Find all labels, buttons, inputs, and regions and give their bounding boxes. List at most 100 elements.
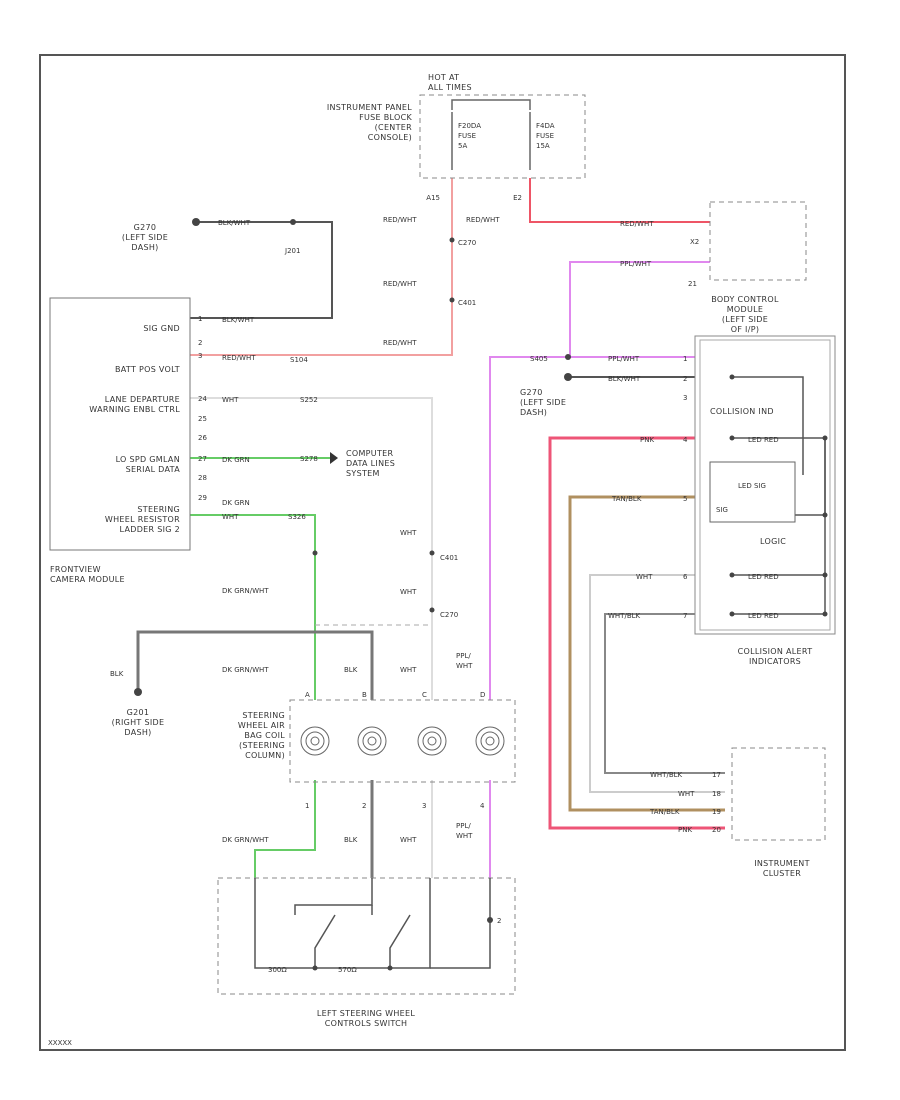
clock-spring-pin-c: C bbox=[422, 691, 427, 699]
coil-ring bbox=[300, 726, 330, 756]
splice-c401a: C401 bbox=[458, 299, 476, 307]
text-line: SYSTEM bbox=[346, 469, 380, 478]
wire-label-dk-grn-wht-2: DK GRN/WHT bbox=[222, 666, 269, 674]
wire-label-pink-2: PNK bbox=[678, 826, 692, 834]
wire-label-blk-wht-2: BLK/WHT bbox=[222, 316, 255, 324]
text-line: F20DA bbox=[458, 122, 481, 130]
text-line: COLLISION ALERT bbox=[738, 647, 813, 656]
wire-label-wht-blk-1: WHT/BLK bbox=[608, 612, 641, 620]
wire-label-blk-wht-1: BLK/WHT bbox=[218, 219, 251, 227]
text-line: 15A bbox=[536, 142, 550, 150]
clock-spring-pin-d: D bbox=[480, 691, 485, 699]
text-line: FUSE bbox=[458, 132, 476, 140]
wire-label-white-8: WHT bbox=[678, 790, 695, 798]
wire-label-ppl-wht-3: PPL/WHT bbox=[456, 652, 473, 670]
camera-pin-number: 1 bbox=[198, 315, 202, 323]
text-line: WHT bbox=[456, 832, 473, 840]
text-line: SERIAL DATA bbox=[126, 465, 181, 474]
wire-green-ladder bbox=[190, 514, 316, 700]
text-line: CONTROLS SWITCH bbox=[325, 1019, 408, 1028]
clock-spring-pin-4: 4 bbox=[480, 802, 485, 810]
switch-pin-2: 2 bbox=[497, 917, 501, 925]
splice-s104: S104 bbox=[290, 356, 308, 364]
cluster-pin-19: 19 bbox=[712, 808, 721, 816]
wire-label-ppl-wht-2: PPL/WHT bbox=[608, 355, 640, 363]
cluster-pin-20: 20 bbox=[712, 826, 721, 834]
switch-res-left: 300Ω bbox=[268, 966, 287, 974]
wire-red-white-batt bbox=[190, 178, 453, 356]
clock-spring-pin-3: 3 bbox=[422, 802, 426, 810]
wire-layer bbox=[136, 178, 826, 878]
diagram-frame bbox=[39, 54, 846, 1051]
wire-white-ctrl bbox=[190, 397, 433, 700]
text-line: G201 bbox=[127, 708, 150, 717]
text-line: STEERING bbox=[242, 711, 285, 720]
wire-label-tan-2: TAN/BLK bbox=[649, 808, 680, 816]
cluster-pin-18: 18 bbox=[712, 790, 721, 798]
wire-label-blk-wht-3: BLK/WHT bbox=[608, 375, 641, 383]
wire-label-led-red-1: LED RED bbox=[748, 436, 779, 444]
coil-ring bbox=[417, 726, 447, 756]
text-line: G270 bbox=[520, 388, 543, 397]
text-line: (CENTER bbox=[375, 123, 412, 132]
text-line: INDICATORS bbox=[749, 657, 801, 666]
coil-ring bbox=[480, 731, 500, 751]
camera-pin-number: 2 bbox=[198, 339, 202, 347]
text-line: (STEERING bbox=[239, 741, 285, 750]
wire-label-white-5: WHT bbox=[400, 836, 417, 844]
splice-s405: S405 bbox=[530, 355, 548, 363]
text-line: G270 bbox=[134, 223, 157, 232]
text-line: DASH) bbox=[124, 728, 151, 737]
wire-wht-blk-cluster bbox=[604, 613, 725, 774]
splice-c401b: C401 bbox=[440, 554, 458, 562]
wire-label-red-wht-3: RED/WHT bbox=[383, 280, 417, 288]
wire-green-lower bbox=[254, 780, 316, 878]
cai-pin-7: 7 bbox=[683, 612, 687, 620]
wire-label-white-4: WHT bbox=[400, 666, 417, 674]
splices: C270 C401 C401 C270 S405 S104 S252 S278 … bbox=[288, 237, 548, 619]
text-line: LO SPD GMLAN bbox=[116, 455, 180, 464]
wire-label-white-1: WHT bbox=[222, 396, 239, 404]
text-line: COLUMN) bbox=[245, 751, 285, 760]
text-line: DASH) bbox=[131, 243, 158, 252]
clock-spring-pin-1: 1 bbox=[305, 802, 309, 810]
camera-pin-number: 27 bbox=[198, 455, 207, 463]
wire-label-red-bcm: RED/WHT bbox=[620, 220, 654, 228]
text-line: STEERING bbox=[137, 505, 180, 514]
text-line: MODULE bbox=[727, 305, 764, 314]
text-line: CLUSTER bbox=[763, 869, 801, 878]
coil-ring bbox=[427, 736, 437, 746]
camera-pin-number: 29 bbox=[198, 494, 207, 502]
wire-label-dk-grn-wht-1: DK GRN/WHT bbox=[222, 587, 269, 595]
wire-label-wht-blk-2: WHT/BLK bbox=[650, 771, 683, 779]
clock-spring-pin-a: A bbox=[305, 691, 310, 699]
cai-pin-6: 6 bbox=[683, 573, 688, 581]
wire-black-g201 bbox=[136, 630, 374, 700]
wire-label-white-7: WHT bbox=[636, 573, 653, 581]
text-line: INSTRUMENT PANEL bbox=[327, 103, 412, 112]
text-line: OF I/P) bbox=[731, 325, 760, 334]
text-line: (LEFT SIDE bbox=[520, 398, 566, 407]
wire-label-red-wht-5: RED/WHT bbox=[222, 354, 256, 362]
coil-ring bbox=[485, 736, 495, 746]
text-line: FRONTVIEW bbox=[50, 565, 101, 574]
cai-collision-ind: COLLISION IND bbox=[710, 407, 774, 416]
text-line: FUSE bbox=[536, 132, 554, 140]
text-line: LANE DEPARTURE bbox=[105, 395, 180, 404]
